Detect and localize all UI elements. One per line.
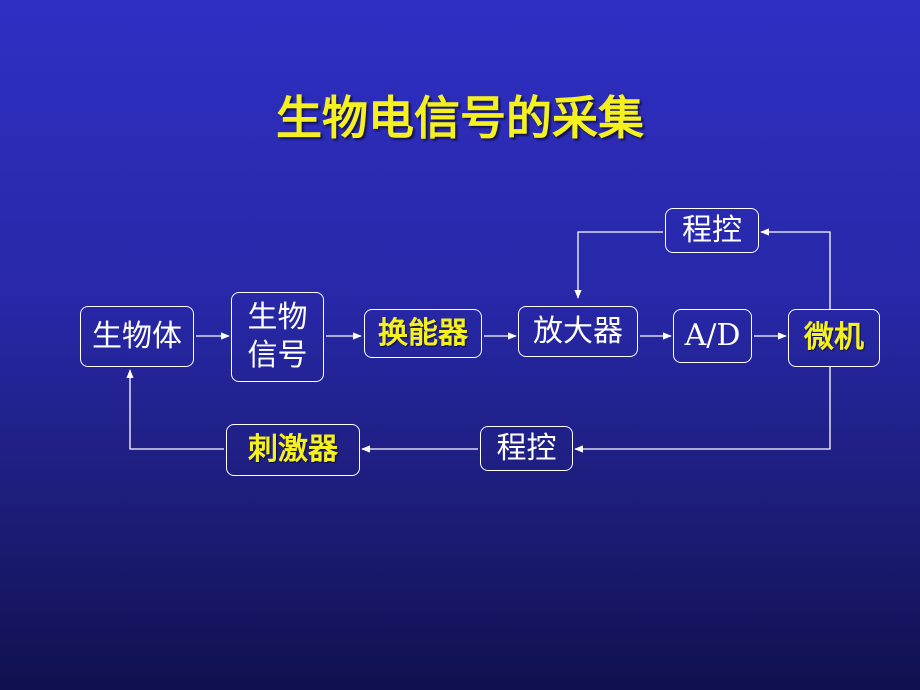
transducer-box: 换能器 [364,309,482,358]
bio-signal-label-line1: 生物 [247,300,308,335]
page-title: 生物电信号的采集 [276,91,644,145]
arrow-top-control-to-amplifier [574,231,663,299]
transducer-label: 换能器 [378,315,468,351]
program-control-bottom-label: 程控 [496,430,557,466]
ad-converter-box: A/D [673,309,752,363]
amplifier-label: 放大器 [533,313,623,349]
amplifier-box: 放大器 [518,306,638,357]
ad-converter-label: A/D [684,318,741,353]
bio-signal-label-line2: 信号 [247,338,308,373]
program-control-top-label: 程控 [682,212,742,248]
microcomputer-label: 微机 [804,320,864,355]
arrow-microcomputer-to-bottom-control [574,367,831,453]
stimulator-box: 刺激器 [226,424,360,476]
bio-signal-box: 生物 信号 [231,292,324,382]
stimulator-label: 刺激器 [248,432,338,467]
organism-label: 生物体 [92,318,182,354]
program-control-bottom-box: 程控 [480,426,573,471]
arrow-microcomputer-to-top-control [760,228,831,309]
arrow-stimulator-to-organism [126,369,224,450]
organism-box: 生物体 [80,306,194,367]
microcomputer-box: 微机 [788,309,880,367]
program-control-top-box: 程控 [665,208,759,253]
